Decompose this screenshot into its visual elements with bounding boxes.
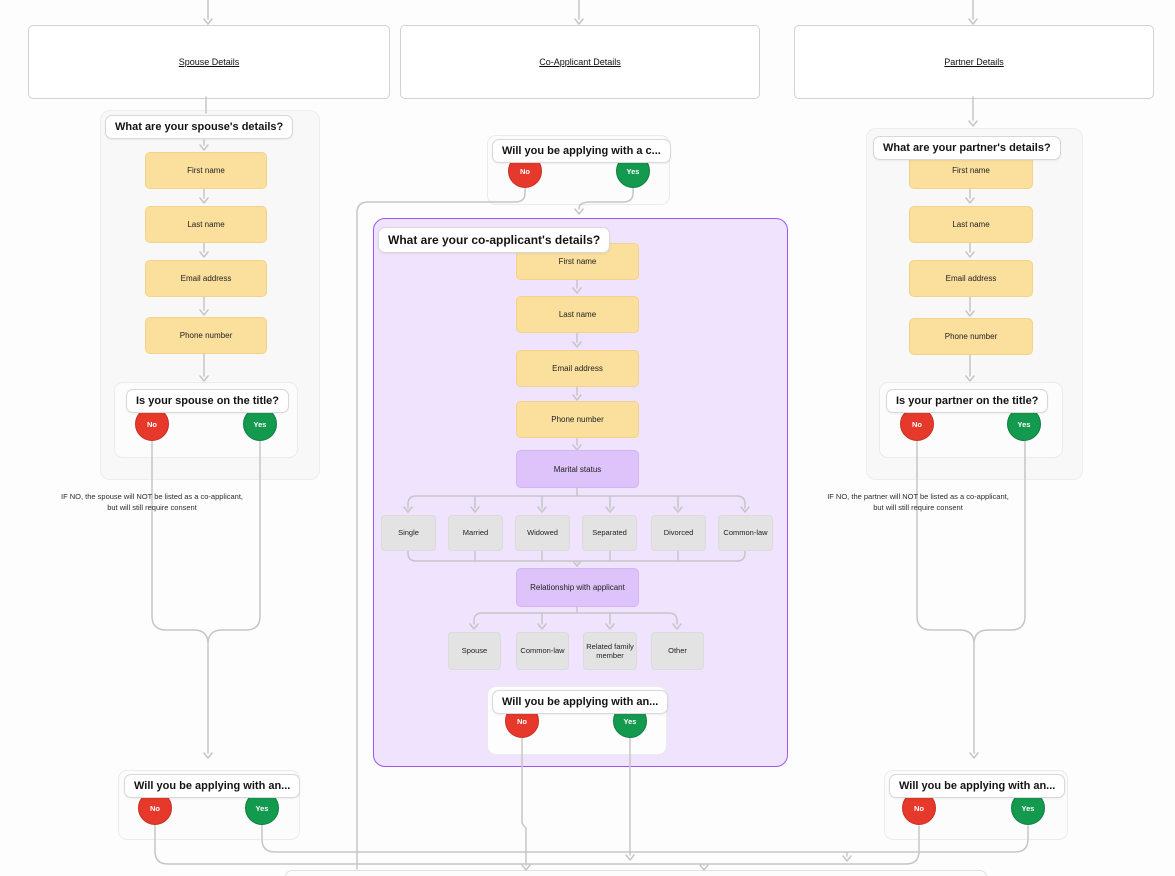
partner-details-heading[interactable]: What are your partner's details?: [873, 136, 1061, 160]
partner-condition-note: IF NO, the partner will NOT be listed as…: [807, 491, 1029, 513]
relationship-option-common-law[interactable]: Common-law: [516, 632, 569, 670]
co-applicant-last-name-field[interactable]: Last name: [516, 296, 639, 333]
relationship-option-spouse[interactable]: Spouse: [448, 632, 501, 670]
spouse-note-line1: IF NO, the spouse will NOT be listed as …: [60, 492, 244, 501]
marital-option-single[interactable]: Single: [381, 515, 436, 551]
marital-option-married[interactable]: Married: [448, 515, 503, 551]
marital-option-separated[interactable]: Separated: [582, 515, 637, 551]
partner-email-field[interactable]: Email address: [909, 260, 1033, 297]
partner-another-question-heading[interactable]: Will you be applying with an...: [889, 774, 1066, 798]
partner-connectors: [916, 96, 1026, 759]
co-applicant-question-connectors: [356, 187, 634, 870]
top-connectors: [203, 0, 978, 25]
partner-last-name-field[interactable]: Last name: [909, 206, 1033, 243]
relationship-field[interactable]: Relationship with applicant: [516, 568, 639, 607]
co-applicant-another-question-heading[interactable]: Will you be applying with an...: [492, 690, 669, 714]
spouse-connectors: [151, 96, 261, 759]
bottom-rail-connectors: [154, 737, 1029, 871]
relationship-option-other[interactable]: Other: [651, 632, 704, 670]
marital-option-common-law[interactable]: Common-law: [718, 515, 773, 551]
marital-converge-connectors: [407, 550, 746, 567]
spouse-title-question-heading[interactable]: Is your spouse on the title?: [126, 389, 290, 413]
co-applicant-apply-question-heading[interactable]: Will you be applying with a c...: [492, 139, 671, 163]
relationship-branch-connectors: [469, 604, 682, 630]
marital-status-field[interactable]: Marital status: [516, 450, 639, 488]
co-applicant-phone-field[interactable]: Phone number: [516, 401, 639, 438]
marital-option-divorced[interactable]: Divorced: [651, 515, 706, 551]
node-partner-details[interactable]: Partner Details: [794, 25, 1154, 99]
co-applicant-field-connectors: [572, 277, 582, 451]
co-applicant-email-field[interactable]: Email address: [516, 350, 639, 387]
partner-note-line2: but will still require consent: [873, 503, 963, 512]
spouse-another-question-heading[interactable]: Will you be applying with an...: [124, 774, 301, 798]
relationship-option-related-family[interactable]: Related family member: [583, 632, 637, 670]
marital-branch-connectors: [403, 485, 750, 513]
node-co-applicant-details[interactable]: Co-Applicant Details: [400, 25, 760, 99]
spouse-condition-note: IF NO, the spouse will NOT be listed as …: [42, 491, 262, 513]
spouse-last-name-field[interactable]: Last name: [145, 206, 267, 243]
spouse-first-name-field[interactable]: First name: [145, 152, 267, 189]
spouse-phone-field[interactable]: Phone number: [145, 317, 267, 354]
node-spouse-details-label: Spouse Details: [178, 57, 240, 67]
partner-phone-field[interactable]: Phone number: [909, 318, 1033, 355]
spouse-note-line2: but will still require consent: [107, 503, 197, 512]
co-applicant-details-heading[interactable]: What are your co-applicant's details?: [378, 227, 611, 253]
partner-title-question-heading[interactable]: Is your partner on the title?: [886, 389, 1049, 413]
node-co-applicant-details-label: Co-Applicant Details: [539, 57, 621, 67]
spouse-details-heading[interactable]: What are your spouse's details?: [105, 115, 294, 139]
marital-option-widowed[interactable]: Widowed: [515, 515, 570, 551]
node-partner-details-label: Partner Details: [944, 57, 1004, 67]
spouse-email-field[interactable]: Email address: [145, 260, 267, 297]
partner-note-line1: IF NO, the partner will NOT be listed as…: [827, 492, 1009, 501]
node-spouse-details[interactable]: Spouse Details: [28, 25, 390, 99]
